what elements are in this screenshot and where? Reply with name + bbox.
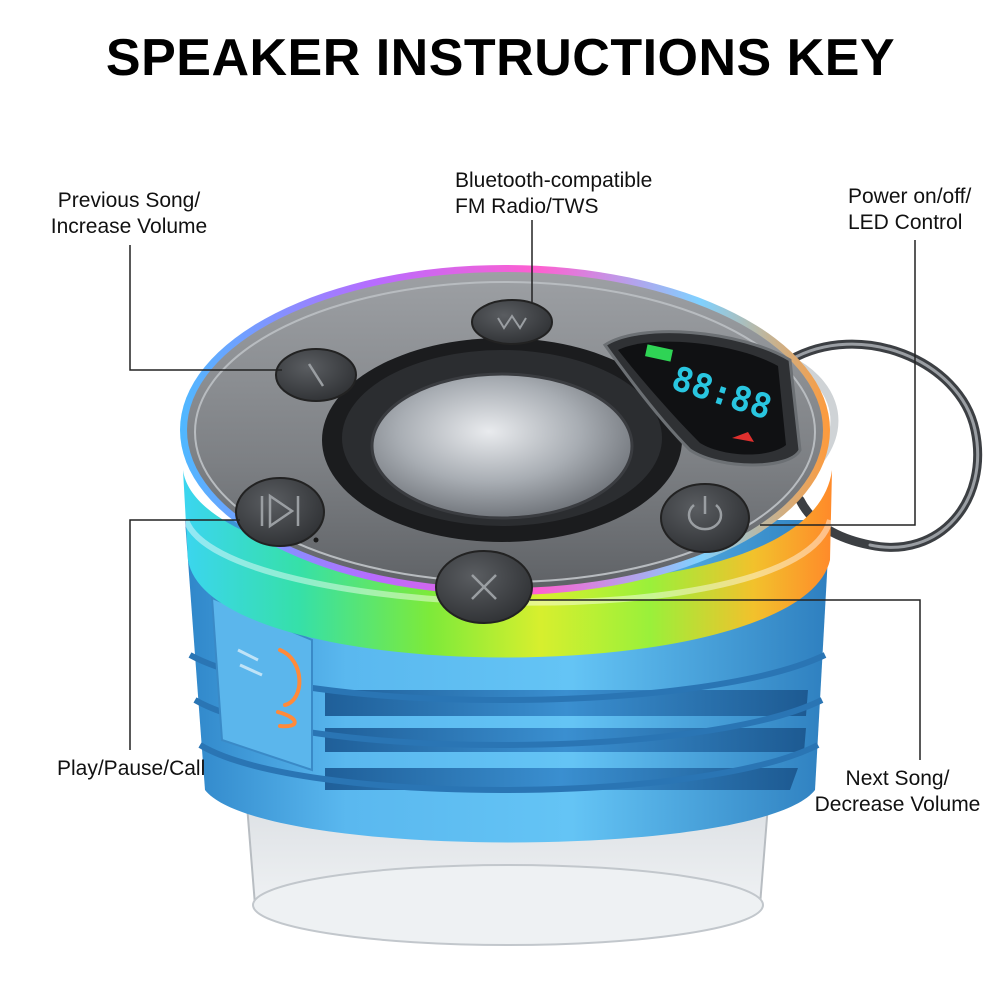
callout-line: LED Control (848, 211, 963, 234)
led-display: 88:88 (602, 330, 802, 467)
next-volume-down-button[interactable] (435, 550, 533, 624)
callout-play-pause-call: Play/Pause/Call (57, 756, 205, 782)
mode-button[interactable] (471, 299, 553, 345)
callout-line: Decrease Volume (814, 793, 981, 816)
leader-previous (129, 245, 282, 371)
leader-play (129, 519, 240, 750)
page-title: SPEAKER INSTRUCTIONS KEY (105, 29, 896, 87)
power-led-button[interactable] (660, 483, 750, 553)
callout-line: Previous Song/ (57, 189, 201, 212)
callout-line: Next Song/ (845, 767, 950, 790)
speaker-grille (372, 374, 632, 518)
minus-icon (307, 363, 325, 387)
callout-line: Play/Pause/Call (57, 757, 206, 780)
previous-volume-up-button[interactable] (275, 348, 357, 402)
usb-indicator-icon (732, 432, 754, 442)
callout-mode: Bluetooth-compatible FM Radio/TWS (455, 168, 652, 220)
play-pause-call-button[interactable] (235, 477, 325, 547)
leader-power (760, 240, 916, 526)
power-icon (687, 496, 723, 531)
m-icon (497, 314, 527, 330)
play-pause-icon (260, 493, 300, 529)
callout-next-volume-down: Next Song/ Decrease Volume (800, 766, 995, 818)
plus-icon (471, 574, 497, 600)
callout-line: FM Radio/TWS (455, 195, 599, 218)
callout-line: Increase Volume (50, 215, 208, 238)
leader-next (530, 599, 921, 760)
callout-line: Power on/off/ (848, 185, 972, 208)
battery-icon (645, 344, 673, 362)
callout-line: Bluetooth-compatible (455, 169, 653, 192)
callout-previous-volume-up: Previous Song/ Increase Volume (38, 188, 220, 240)
callout-power: Power on/off/ LED Control (848, 184, 971, 236)
callout-lines (129, 220, 921, 760)
